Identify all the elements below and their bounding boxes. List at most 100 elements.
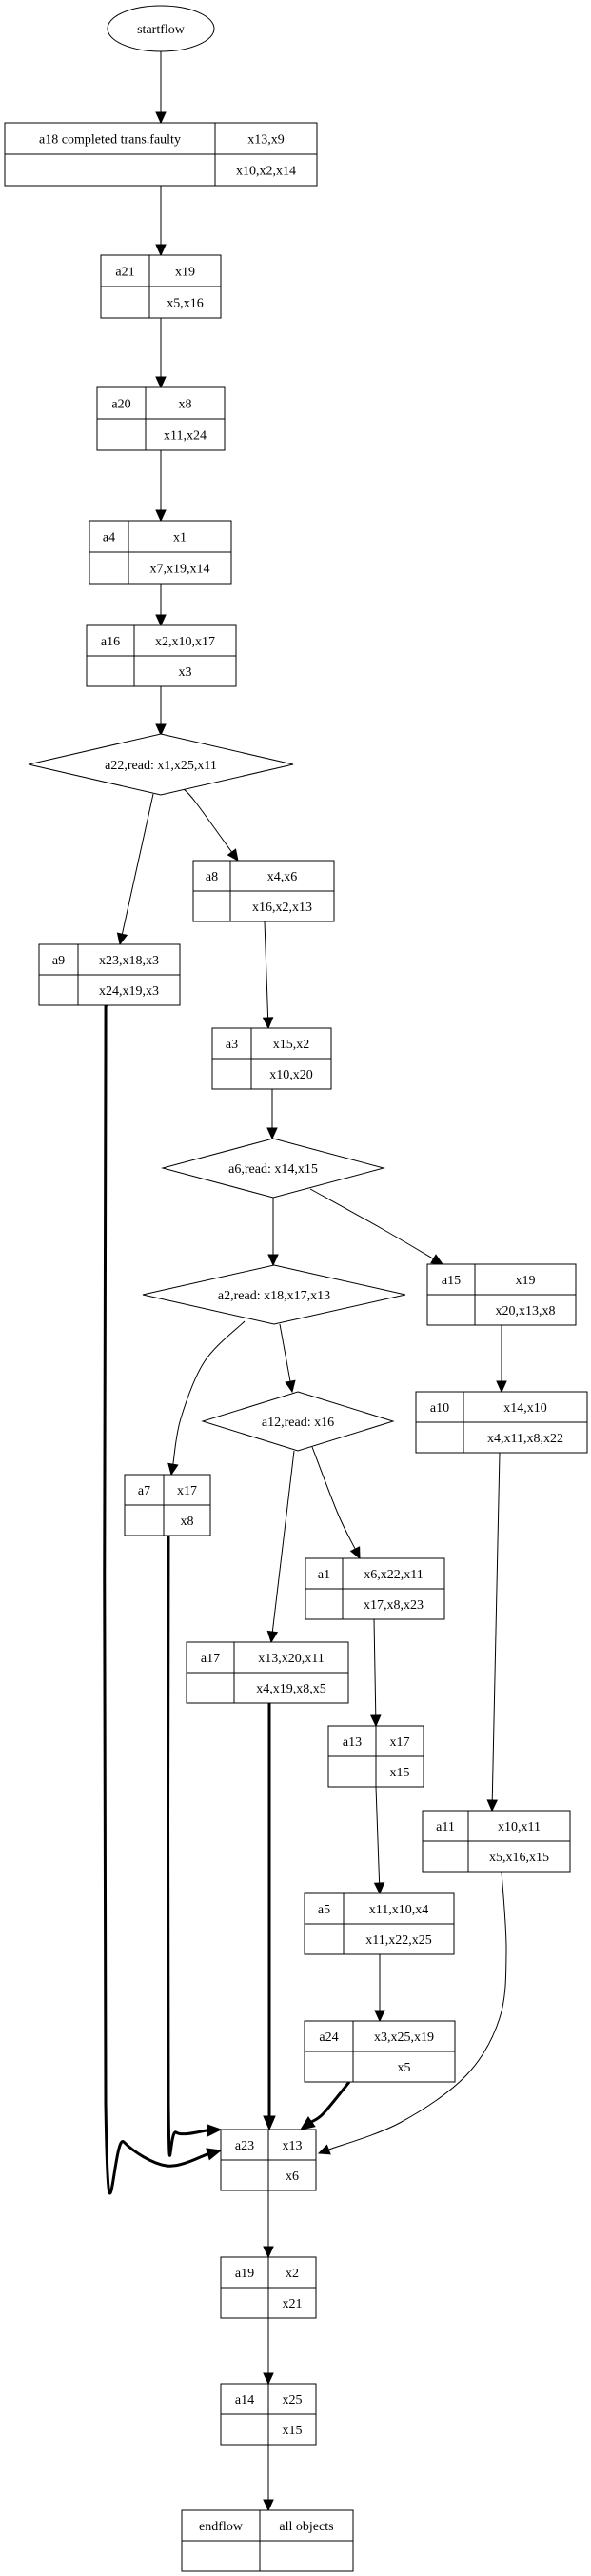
write-variables: x24,x19,x3 (99, 984, 159, 999)
edge-a6-to-a2 (267, 1198, 279, 1267)
edge-line (271, 1450, 295, 1633)
write-variables: x10,x20 (269, 1068, 313, 1082)
edge-a12-to-a1 (311, 1446, 361, 1560)
arrowhead-icon (167, 1462, 179, 1476)
read-variables: x2 (286, 2267, 299, 2281)
node-a12[interactable]: a12,read: x16 (201, 1391, 395, 1452)
decision-diamond (201, 1391, 395, 1452)
arrowhead-icon (263, 2246, 274, 2259)
node-a9[interactable]: a9 x23,x18,x3 x24,x19,x3 (38, 943, 181, 1006)
edge-line (121, 793, 154, 935)
edge-a19-to-a14 (263, 2318, 274, 2386)
node-a1[interactable]: a1 x6,x22,x11 x17,x8,x23 (305, 1557, 445, 1620)
start-ellipse (107, 5, 215, 52)
activity-name: endflow (199, 2520, 244, 2534)
edge-line (373, 1618, 377, 1716)
read-variables: all objects (279, 2520, 333, 2534)
read-variables: x23,x18,x3 (99, 954, 159, 968)
edge-a22-to-a9 (116, 793, 154, 946)
decision-label: a6,read: x14,x15 (228, 1162, 318, 1177)
node-startflow[interactable]: startflow (107, 5, 215, 52)
read-variables: x4,x6 (267, 870, 298, 884)
decision-diamond (28, 733, 294, 796)
edge-a6-to-a15 (309, 1188, 444, 1265)
start-label: startflow (137, 23, 186, 37)
edge-startflow-to-a18 (155, 51, 167, 125)
activity-name: a1 (318, 1568, 330, 1582)
edge-a2-to-a12 (279, 1323, 296, 1394)
node-endflow[interactable]: endflow all objects (181, 2509, 354, 2572)
activity-name: a13 (343, 1735, 362, 1750)
node-a7[interactable]: a7 x17 x8 (124, 1474, 211, 1536)
arrowhead-icon (370, 1714, 382, 1728)
edge-line (264, 921, 269, 1019)
read-variables: x6,x22,x11 (364, 1568, 423, 1582)
edge-a16-to-a22 (155, 686, 167, 737)
edge-a17-to-a23 (263, 1703, 276, 2131)
edge-line (491, 1452, 501, 1801)
write-variables: x15 (390, 1766, 410, 1780)
write-variables: x11,x22,x25 (365, 1933, 431, 1948)
write-variables: x16,x2,x13 (252, 901, 312, 915)
arrowhead-icon (486, 1799, 499, 1813)
write-variables: x17,x8,x23 (364, 1598, 424, 1613)
write-variables: x8 (181, 1515, 194, 1529)
activity-name: a23 (235, 2139, 254, 2153)
edge-line (103, 954, 209, 2195)
arrowhead-icon (373, 1882, 385, 1895)
read-variables: x10,x11 (498, 1820, 541, 1834)
read-variables: x2,x10,x17 (155, 635, 215, 649)
edge-a1-to-a13 (370, 1618, 382, 1728)
activity-name: a9 (52, 954, 65, 968)
arrowhead-icon (267, 1254, 279, 1267)
node-a22[interactable]: a22,read: x1,x25,x11 (28, 733, 294, 796)
read-variables: x17 (177, 1484, 197, 1498)
activity-name: a11 (436, 1820, 455, 1834)
write-variables: x3 (179, 665, 192, 680)
arrowhead-icon (349, 1546, 361, 1560)
edge-a9-to-a23 (103, 954, 223, 2195)
edge-a18-to-a21 (155, 186, 167, 257)
node-a2[interactable]: a2,read: x18,x17,x13 (142, 1264, 406, 1325)
arrowhead-icon (263, 2499, 274, 2512)
arrowhead-icon (116, 932, 128, 946)
write-variables: x7,x19,x14 (150, 563, 210, 577)
activity-name: a4 (103, 531, 115, 545)
node-a6[interactable]: a6,read: x14,x15 (161, 1138, 385, 1199)
activity-name: a7 (138, 1484, 150, 1498)
read-variables: x13,x9 (247, 133, 285, 148)
decision-label: a12,read: x16 (262, 1416, 334, 1430)
read-variables: x3,x25,x19 (374, 2031, 434, 2045)
arrowhead-icon (206, 2148, 223, 2161)
write-variables: x5,x16 (167, 297, 204, 311)
decision-label: a2,read: x18,x17,x13 (218, 1289, 330, 1303)
write-variables: x6 (286, 2170, 299, 2184)
edge-a5-to-a24 (374, 1954, 385, 2023)
arrowhead-icon (155, 244, 167, 257)
edge-a21-to-a20 (155, 318, 167, 389)
activity-name: a15 (442, 1274, 461, 1288)
edge-line (166, 1535, 208, 2157)
edge-line (309, 1188, 434, 1259)
arrowhead-icon (263, 2372, 274, 2386)
arrowhead-icon (155, 723, 167, 737)
read-variables: x19 (516, 1274, 536, 1288)
